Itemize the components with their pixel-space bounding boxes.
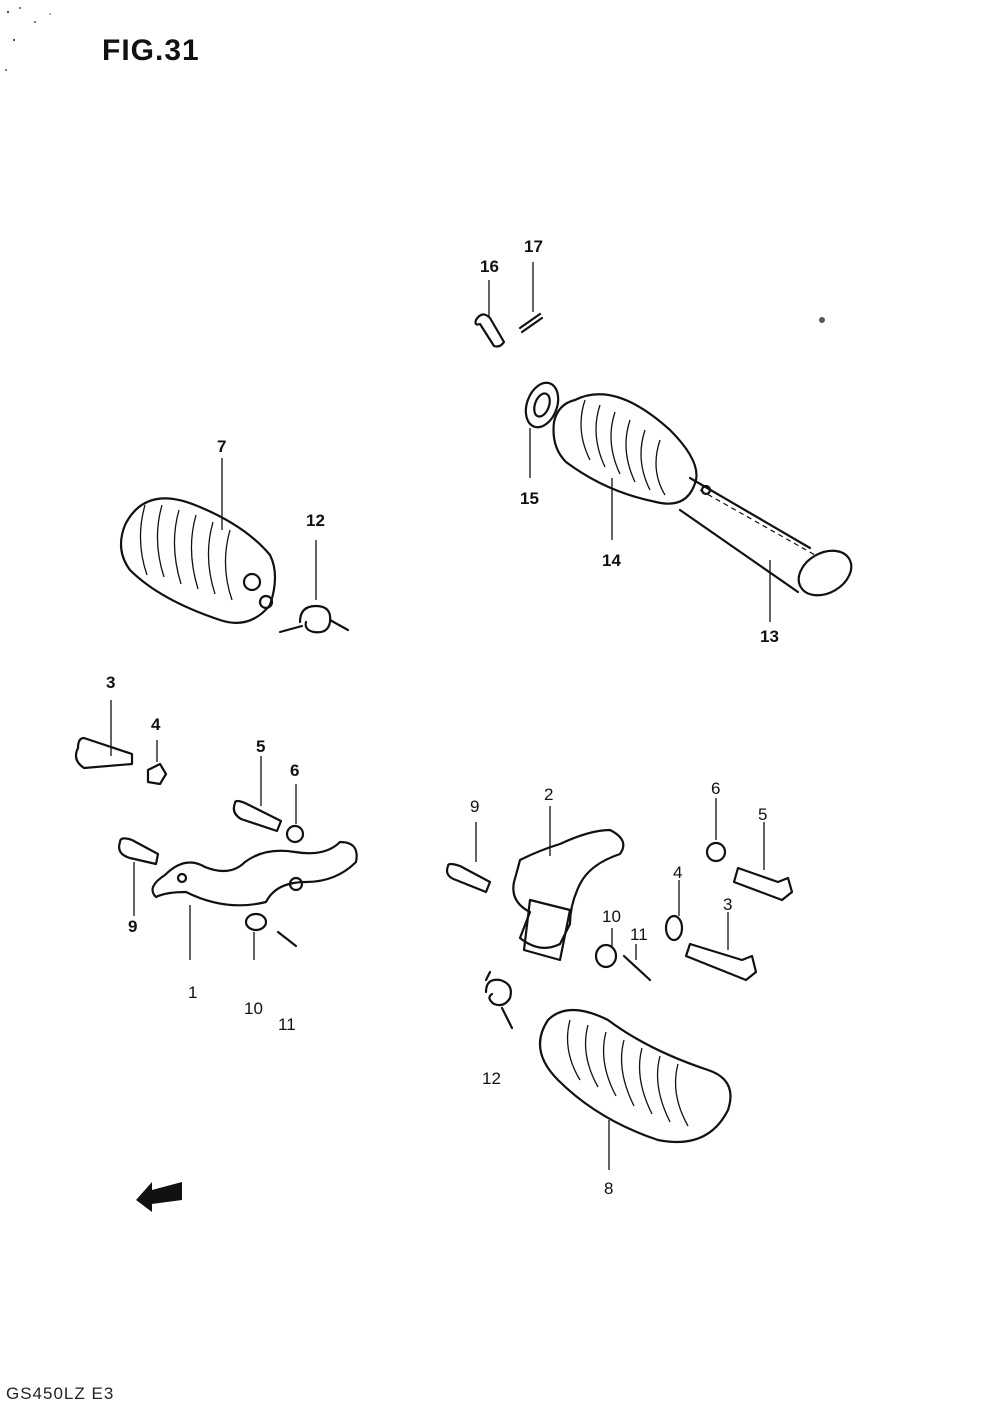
washer-4-right [664, 880, 684, 942]
callout-16: 16 [480, 257, 499, 276]
callout-12-upper: 12 [306, 511, 325, 530]
callout-1: 1 [188, 983, 197, 1002]
footrest-rubber-7 [119, 458, 277, 624]
pin-9-right [445, 822, 492, 894]
washer-10-left [244, 912, 268, 960]
footrest-bar-13 [678, 476, 853, 622]
bolt-5-left [232, 756, 283, 833]
pin-11-right [622, 944, 652, 982]
washer-6-right [705, 798, 727, 863]
footer-code: GS450LZ E3 [6, 1384, 115, 1403]
callout-3-left: 3 [106, 673, 115, 692]
callout-15: 15 [520, 489, 539, 508]
pin-9-left [118, 837, 160, 916]
washer-4-left [146, 740, 168, 786]
washer-15 [524, 381, 560, 478]
spring-12-lower [484, 970, 514, 1030]
bracket-1-left [151, 840, 358, 960]
callout-8: 8 [604, 1179, 613, 1198]
callout-4-left: 4 [151, 715, 161, 734]
callout-11-right: 11 [630, 925, 648, 944]
spring-12-upper [278, 540, 350, 634]
callout-14: 14 [602, 551, 621, 570]
washer-6-left [285, 784, 305, 844]
figure-title: FIG.31 [102, 34, 200, 67]
callout-9-right: 9 [470, 797, 479, 816]
footrest-rubber-8 [538, 1009, 732, 1170]
callout-10-right: 10 [602, 907, 621, 926]
bolt-5-right [732, 822, 794, 902]
pin-11-left [276, 930, 298, 948]
washer-10-right [594, 928, 618, 969]
callout-7: 7 [217, 437, 226, 456]
callout-10-left: 10 [244, 999, 263, 1018]
cotter-pin-17 [518, 262, 544, 334]
callout-9-left: 9 [128, 917, 137, 936]
scan-specks [5, 7, 825, 323]
callout-11-left: 11 [278, 1015, 296, 1034]
callout-2: 2 [544, 785, 553, 804]
callout-3-right: 3 [723, 895, 732, 914]
clevis-pin-16 [474, 280, 506, 348]
footrest-rubber-14 [552, 393, 698, 540]
bolt-3-left [74, 700, 134, 770]
callout-5-left: 5 [256, 737, 265, 756]
callout-4-right: 4 [673, 863, 682, 882]
callout-12-lower: 12 [482, 1069, 501, 1088]
callout-6-left: 6 [290, 761, 299, 780]
bolt-3-right [684, 912, 758, 982]
callout-17: 17 [524, 237, 543, 256]
callout-6-right: 6 [711, 779, 720, 798]
front-direction-arrow-icon [136, 1182, 182, 1212]
callout-13: 13 [760, 627, 779, 646]
callout-5-right: 5 [758, 805, 767, 824]
bracket-2-right [512, 806, 625, 962]
